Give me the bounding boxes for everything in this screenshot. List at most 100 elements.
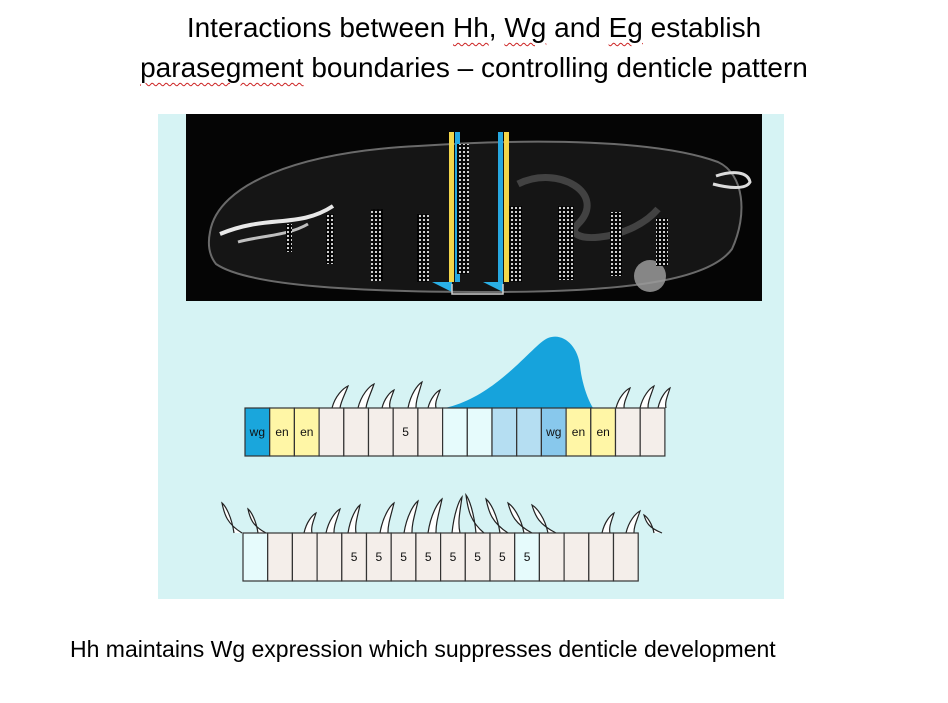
parasegment-marker [483, 282, 503, 292]
top-row-cell [565, 407, 592, 457]
embryo-gut [516, 174, 661, 241]
top-row-cell [639, 407, 666, 457]
top-row-cell-label: 5 [402, 425, 409, 439]
embryo-head-structure [219, 204, 335, 236]
title-eg: Eg [608, 12, 643, 43]
title-sep: , [488, 12, 505, 43]
top-row-cell [516, 407, 543, 457]
denticle-hook [357, 382, 376, 409]
bottom-row-cell [612, 532, 639, 582]
denticle-hook [451, 494, 463, 534]
embryo-tail-structure [712, 171, 752, 189]
denticle-hook [303, 511, 317, 534]
denticle-hook [625, 509, 642, 534]
top-row-cell [269, 407, 295, 457]
top-row-cell [614, 407, 641, 457]
parasegment-bracket [451, 284, 504, 295]
denticle-hook [347, 503, 361, 534]
title-line-2: parasegment boundaries – controlling den… [0, 48, 948, 88]
top-row-cell-label: en [572, 425, 585, 439]
caption: Hh maintains Wg expression which suppres… [70, 636, 776, 662]
top-row-denticles [331, 380, 671, 409]
title-wg: Wg [504, 12, 547, 43]
bottom-row-denticles [221, 492, 663, 534]
wg-gradient-shape [445, 336, 593, 408]
bottom-row-cell-label: 5 [351, 550, 358, 564]
denticle-hook [639, 384, 656, 409]
embryo-yolk [634, 260, 666, 292]
title-sep: and [546, 12, 609, 43]
denticle-hook [615, 386, 632, 409]
expression-stripe-blue [498, 132, 503, 282]
denticle-hook [407, 380, 423, 409]
title-text: Interactions between [186, 12, 453, 43]
denticle-band [417, 214, 429, 282]
bottom-row-cell [538, 532, 565, 582]
bottom-row-cell [365, 532, 392, 582]
bottom-row-cell [267, 532, 293, 582]
bottom-row-cell-label: 5 [524, 550, 531, 564]
bottom-row-cell [588, 532, 615, 582]
top-row-cell [392, 407, 419, 457]
denticle-hook [485, 497, 509, 534]
top-row-cell [491, 407, 518, 457]
bottom-row-cell [489, 532, 516, 582]
top-row-cell [590, 407, 617, 457]
denticle-hook [657, 386, 671, 409]
bottom-row-cell [415, 532, 442, 582]
slide-title: Interactions between Hh, Wg and Eg estab… [0, 8, 948, 88]
denticle-hook [531, 503, 557, 534]
embryo-micrograph [186, 114, 762, 301]
denticle-band [508, 206, 522, 282]
denticle-hook [507, 501, 533, 534]
expression-stripe-yellow [504, 132, 509, 282]
bottom-row-cell [242, 532, 269, 582]
top-row-cell-label: en [275, 425, 288, 439]
denticle-hook [381, 388, 396, 409]
top-row-cell-label: wg [249, 425, 265, 439]
bottom-row-cell-label: 5 [425, 550, 432, 564]
bottom-row-cell [291, 532, 318, 582]
parasegment-marker [432, 282, 452, 292]
denticle-band [371, 209, 383, 281]
denticle-hook [427, 388, 442, 409]
denticle-hook [325, 507, 341, 534]
denticle-band [457, 144, 469, 274]
denticle-hook [465, 492, 485, 534]
denticle-hook [601, 511, 615, 534]
denticle-band [326, 214, 334, 264]
bottom-row-cell [563, 532, 590, 582]
top-row-cell [318, 407, 345, 457]
bottom-row-cell-label: 5 [474, 550, 481, 564]
top-row-cell [367, 407, 394, 457]
embryo-head-structure [237, 222, 309, 244]
top-row-cell [442, 407, 468, 457]
denticle-hook [427, 497, 443, 534]
denticle-hook [379, 501, 395, 534]
top-row-cell-label: en [300, 425, 313, 439]
expression-stripe-yellow [449, 132, 454, 282]
top-row-cell [417, 407, 444, 457]
top-row-cell [293, 407, 320, 457]
bottom-row-cell-label: 5 [499, 550, 506, 564]
title-line-1: Interactions between Hh, Wg and Eg estab… [0, 8, 948, 48]
denticle-band [610, 212, 622, 276]
bottom-row-cell-label: 5 [450, 550, 457, 564]
denticle-band [286, 224, 292, 252]
bottom-row-cell [390, 532, 417, 582]
top-row-cell [466, 407, 493, 457]
bottom-row-cell-label: 5 [376, 550, 383, 564]
denticle-hook [331, 384, 350, 409]
top-row-cell-label: en [596, 425, 609, 439]
embryo-outline [207, 140, 743, 294]
title-text: boundaries – controlling denticle patter… [303, 52, 808, 83]
title-parasegment: parasegment [140, 52, 304, 83]
bottom-row-cell [341, 532, 368, 582]
top-row-cell-label: wg [545, 425, 561, 439]
title-text: establish [642, 12, 762, 43]
denticle-band [656, 218, 668, 266]
denticle-hook [403, 499, 419, 534]
